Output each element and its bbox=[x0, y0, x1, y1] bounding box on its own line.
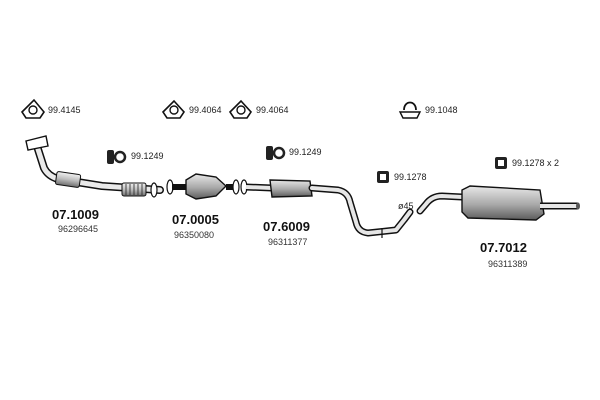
clamp-icon bbox=[398, 101, 422, 119]
gasket-label: 99.4064 bbox=[256, 105, 289, 115]
rear-silencer-part bbox=[416, 185, 580, 221]
gasket-label: 99.4064 bbox=[189, 105, 222, 115]
gasket-label: 99.4145 bbox=[48, 105, 81, 115]
hanger-label: 99.1249 bbox=[289, 147, 322, 157]
middle-silencer-part bbox=[240, 179, 414, 238]
hanger-label: 99.1278 x 2 bbox=[512, 158, 560, 168]
pipe-diameter-label: ø45 bbox=[398, 201, 414, 211]
rubber-hanger-icon bbox=[377, 171, 389, 183]
oem-number: 96350080 bbox=[174, 230, 215, 240]
gasket-icon bbox=[20, 98, 45, 119]
oem-number: 96296645 bbox=[58, 224, 99, 234]
gasket-icon bbox=[228, 99, 253, 119]
oem-number: 96311377 bbox=[268, 237, 308, 247]
part-code: 07.1009 bbox=[52, 207, 99, 222]
rubber-hanger-icon bbox=[266, 146, 286, 160]
rubber-hanger-icon bbox=[495, 157, 507, 169]
front-pipe-part bbox=[25, 135, 164, 198]
rubber-hanger-icon bbox=[107, 150, 127, 164]
part-code: 07.7012 bbox=[480, 240, 527, 255]
oem-number: 96311389 bbox=[488, 259, 528, 269]
hanger-label: 99.1278 bbox=[394, 172, 427, 182]
hanger-label: 99.1249 bbox=[131, 151, 164, 161]
clamp-label: 99.1048 bbox=[425, 105, 458, 115]
catalytic-converter-part bbox=[166, 173, 240, 200]
part-code: 07.6009 bbox=[263, 219, 310, 234]
part-code: 07.0005 bbox=[172, 212, 219, 227]
gasket-icon bbox=[161, 99, 186, 119]
